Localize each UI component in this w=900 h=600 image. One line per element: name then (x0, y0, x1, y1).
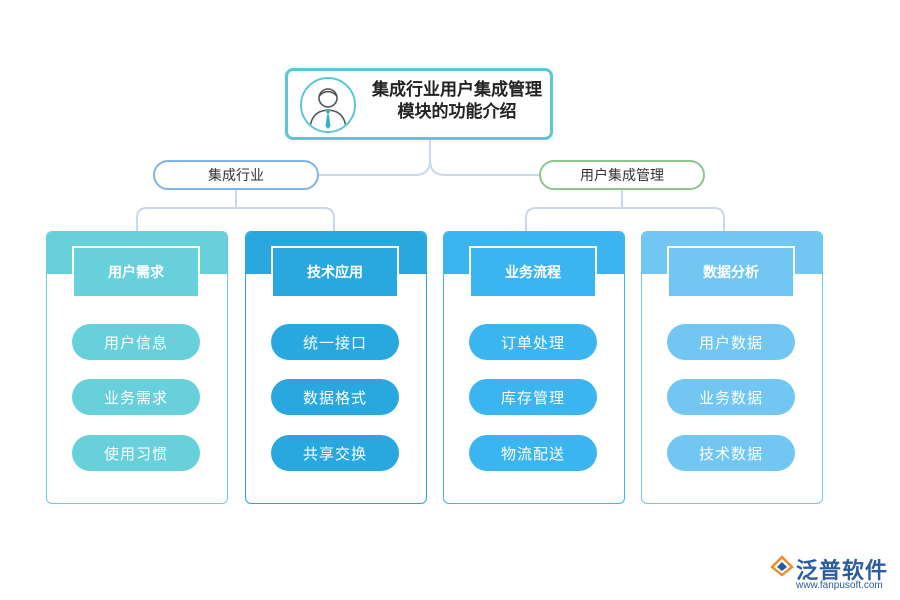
list-item: 使用习惯 (72, 435, 200, 471)
list-item: 业务需求 (72, 379, 200, 415)
root-title: 集成行业用户集成管理模块的功能介绍 (372, 80, 542, 122)
card-title: 用户需求 (72, 246, 200, 298)
root-node: 集成行业用户集成管理模块的功能介绍 (285, 68, 553, 140)
card-title: 业务流程 (469, 246, 597, 298)
list-item: 订单处理 (469, 324, 597, 360)
branch-user-integration-management: 用户集成管理 (539, 160, 705, 190)
card-title: 技术应用 (271, 246, 399, 298)
branch-label: 集成行业 (208, 168, 264, 184)
branch-integration-industry: 集成行业 (153, 160, 319, 190)
card-business-process: 业务流程 订单处理 库存管理 物流配送 (443, 231, 625, 504)
card-user-needs: 用户需求 用户信息 业务需求 使用习惯 (46, 231, 228, 504)
list-item: 用户信息 (72, 324, 200, 360)
list-item: 物流配送 (469, 435, 597, 471)
list-item: 统一接口 (271, 324, 399, 360)
logo-name: 泛普软件 (796, 559, 889, 584)
card-data-analysis: 数据分析 用户数据 业务数据 技术数据 (641, 231, 823, 504)
list-item: 库存管理 (469, 379, 597, 415)
branch-label: 用户集成管理 (580, 168, 664, 184)
list-item: 业务数据 (667, 379, 795, 415)
list-item: 用户数据 (667, 324, 795, 360)
logo-url: www.fanpusoft.com (796, 580, 883, 591)
list-item: 数据格式 (271, 379, 399, 415)
fanpu-logo-icon (770, 555, 794, 577)
user-avatar-icon (300, 77, 356, 133)
list-item: 技术数据 (667, 435, 795, 471)
card-tech-application: 技术应用 统一接口 数据格式 共享交换 (245, 231, 427, 504)
card-title: 数据分析 (667, 246, 795, 298)
list-item: 共享交换 (271, 435, 399, 471)
brand-logo: 泛普软件 www.fanpusoft.com (770, 553, 894, 595)
